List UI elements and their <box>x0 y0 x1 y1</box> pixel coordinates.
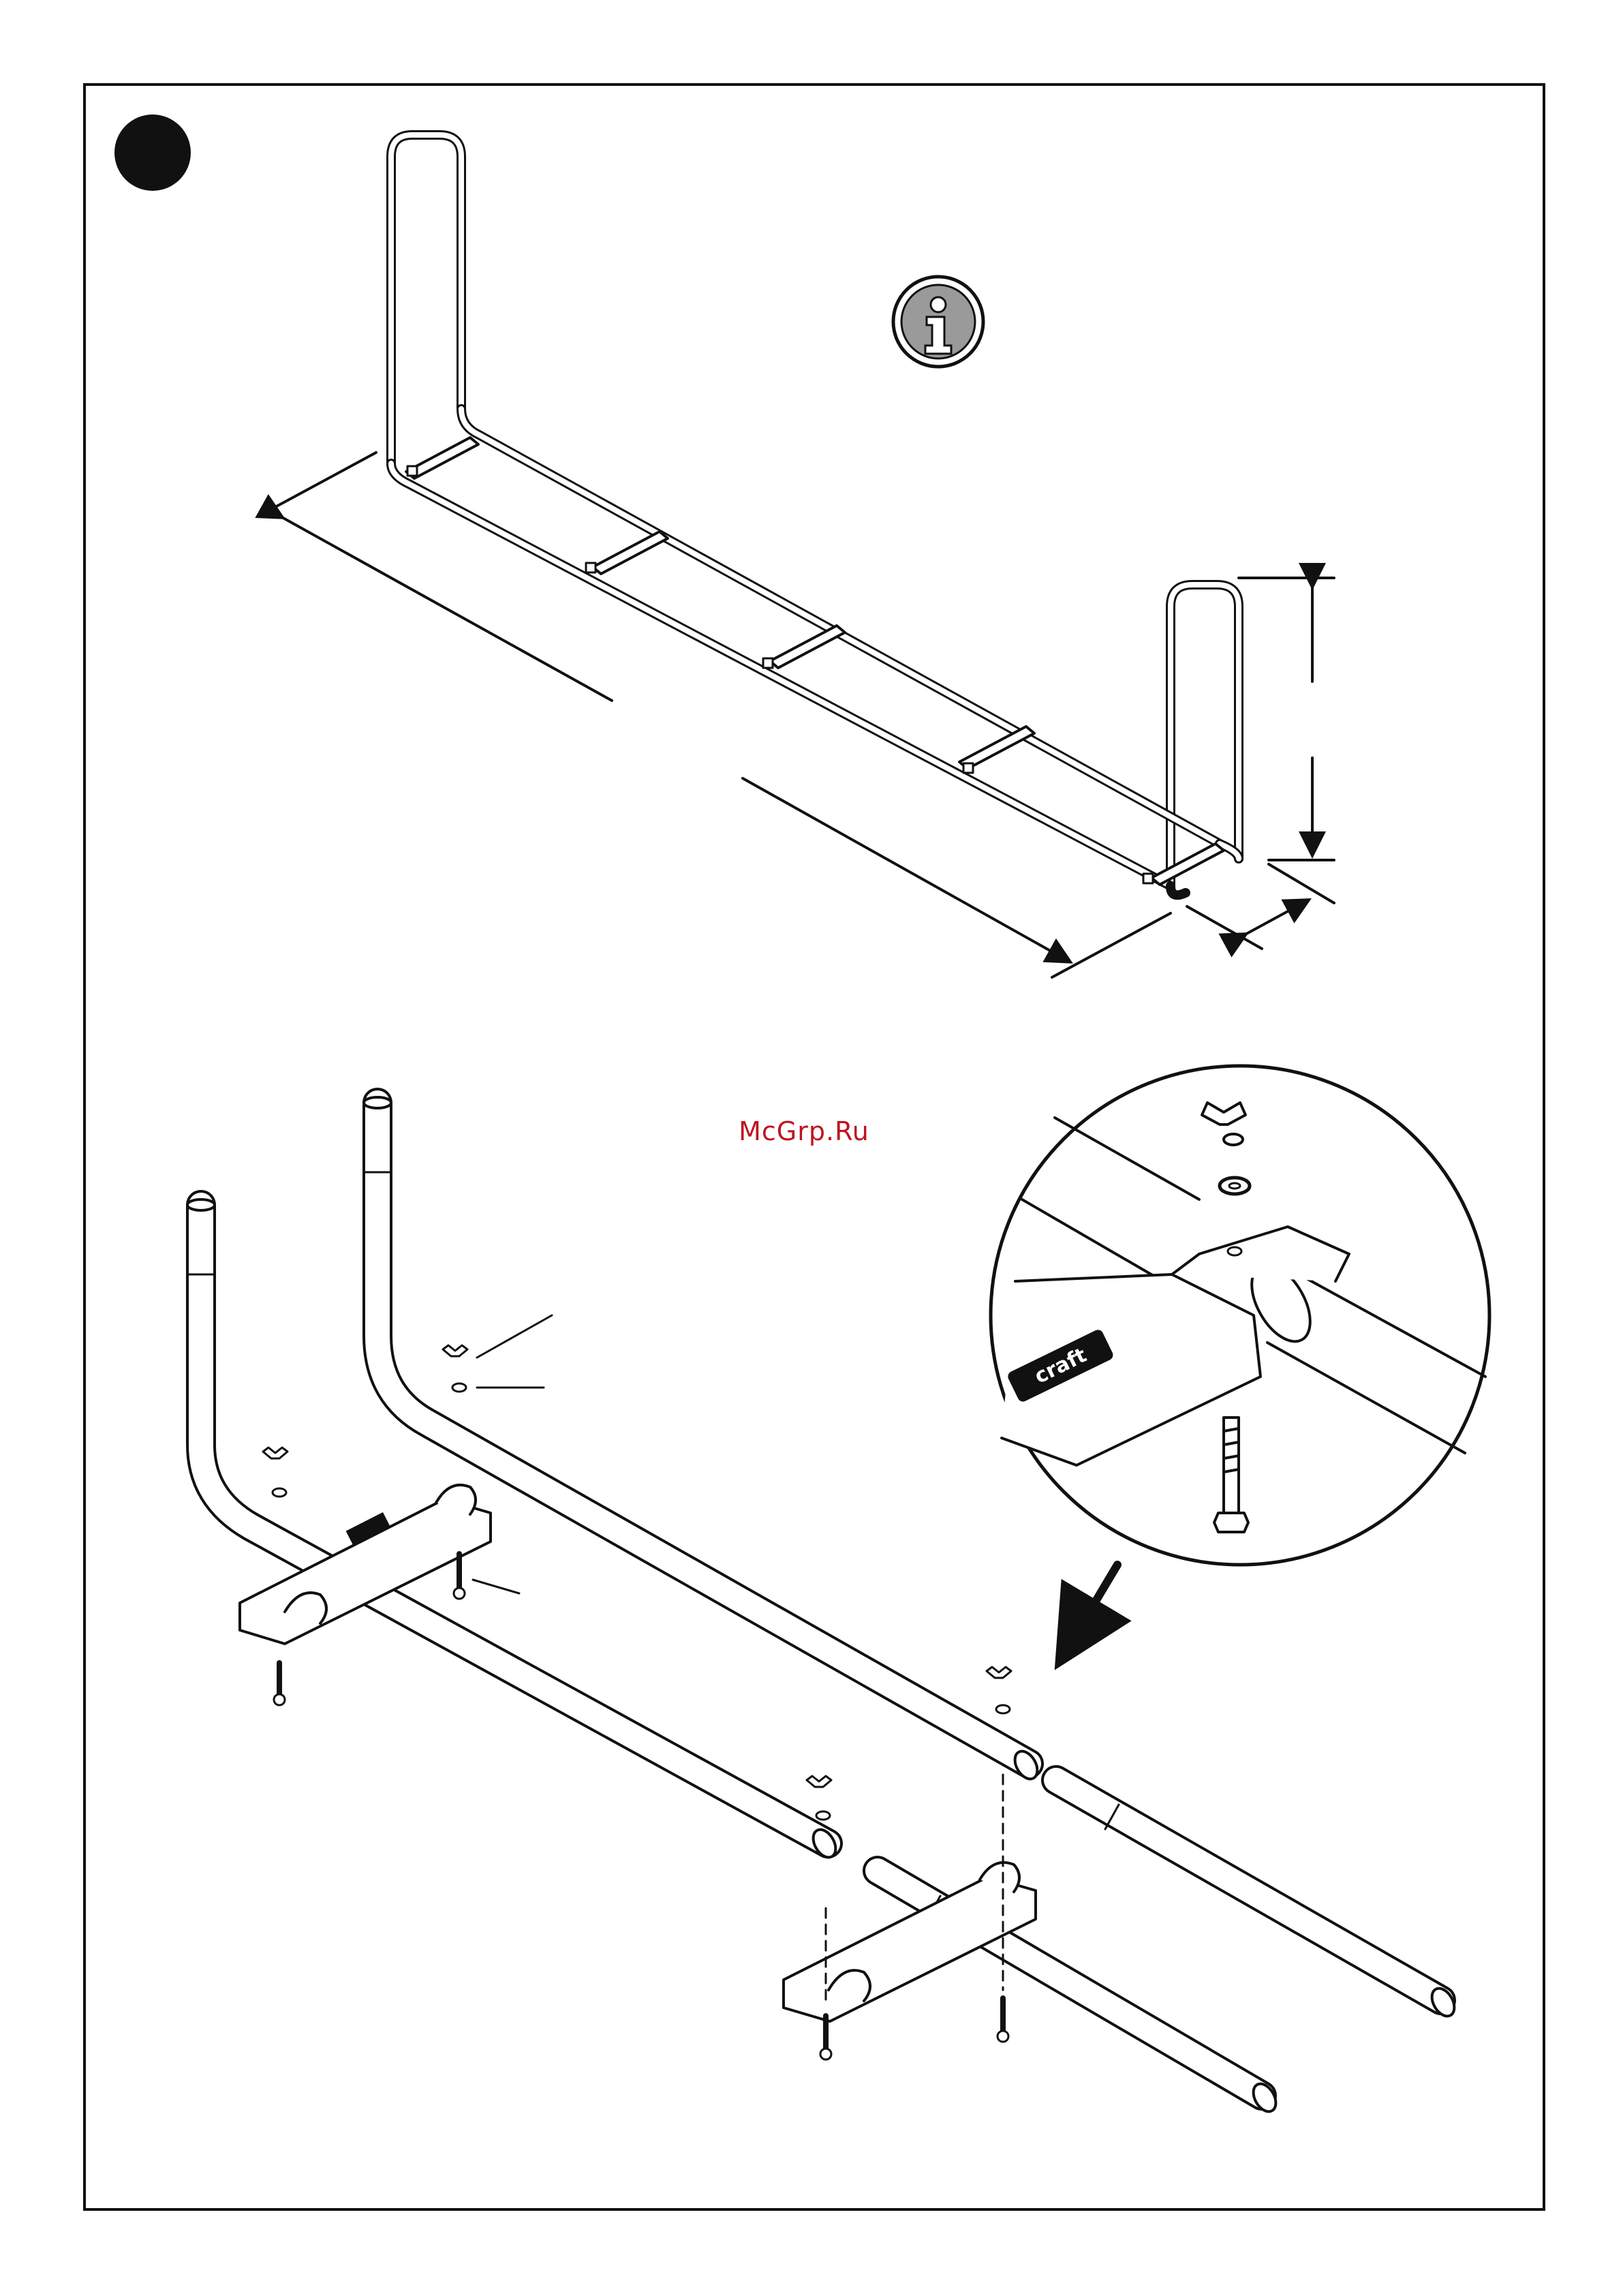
watermark: McGrp.Ru <box>681 1116 927 1146</box>
step-marker <box>114 114 191 191</box>
assembled-rack <box>258 135 1334 977</box>
info-icon <box>893 277 983 367</box>
detail-inset: craft <box>991 1066 1489 1656</box>
